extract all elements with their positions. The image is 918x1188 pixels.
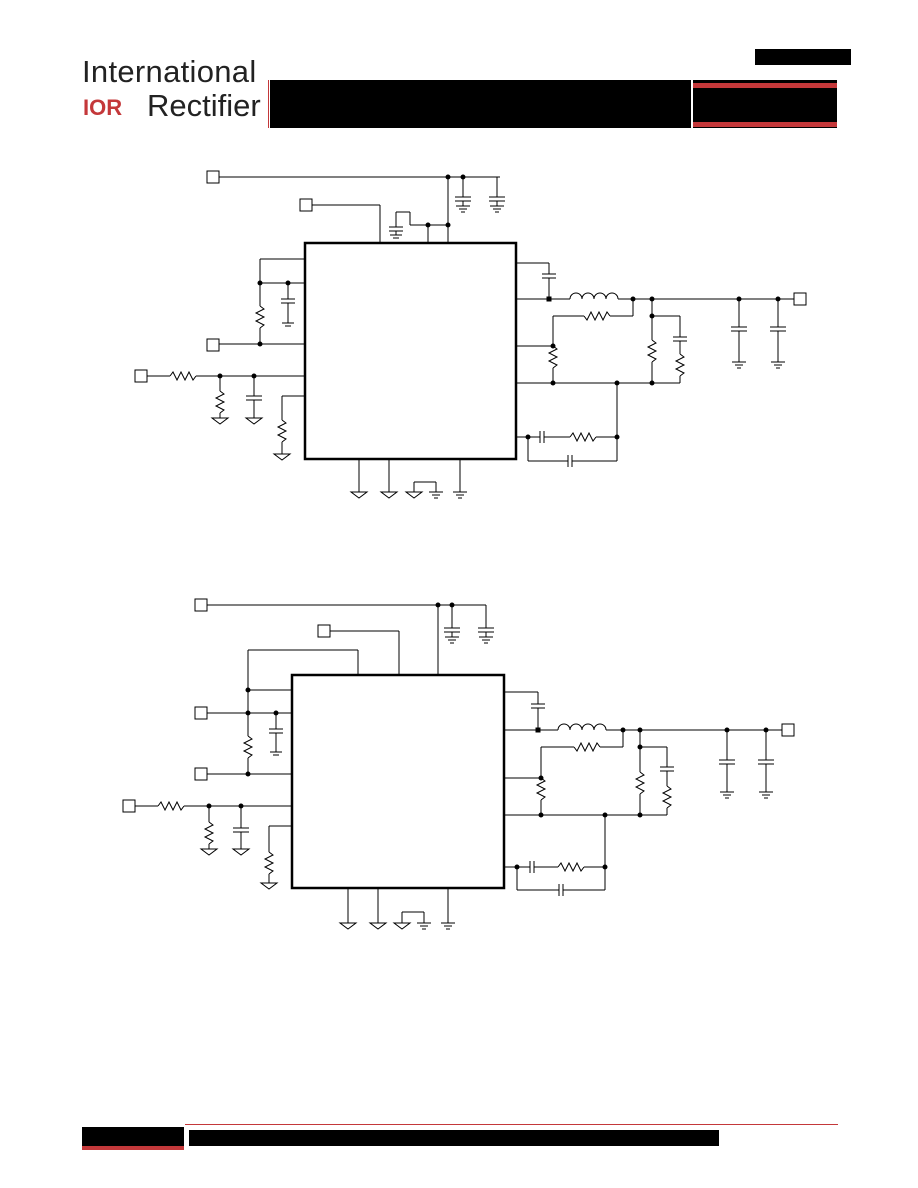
header-right-accent-top [693, 83, 837, 88]
terminal-vout-bottom [781, 723, 795, 737]
header-right-block [693, 80, 837, 128]
schematic-top [134, 170, 807, 499]
terminal-vin-top [206, 170, 220, 184]
footer-bar [189, 1130, 719, 1146]
terminal-en-bottom [317, 624, 331, 638]
document-tag-bar [755, 49, 851, 65]
terminal-pgood-bottom [194, 767, 208, 781]
logo-rectifier-text: Rectifier [147, 88, 261, 123]
header-right-accent-bottom [693, 122, 837, 127]
footer-rule [185, 1124, 838, 1125]
header-divider [268, 80, 269, 128]
header-title-bar [270, 80, 691, 128]
logo-international-text: International [82, 54, 257, 89]
terminal-vcc-bottom [194, 706, 208, 720]
schematic-bottom [122, 598, 795, 930]
ic-body-top [303, 241, 518, 461]
terminal-vin-bottom [194, 598, 208, 612]
terminal-vout-top [793, 292, 807, 306]
terminal-ref-bottom [122, 799, 136, 813]
terminal-ref-top [134, 369, 148, 383]
svg-text:IOR: IOR [83, 95, 122, 119]
ic-body-bottom [290, 673, 506, 890]
ior-logo-mark-icon: IOR [83, 95, 122, 119]
footer-page-accent [82, 1146, 184, 1150]
footer-page-block [82, 1127, 184, 1150]
terminal-en-top [299, 198, 313, 212]
terminal-pgood-top [206, 338, 220, 352]
